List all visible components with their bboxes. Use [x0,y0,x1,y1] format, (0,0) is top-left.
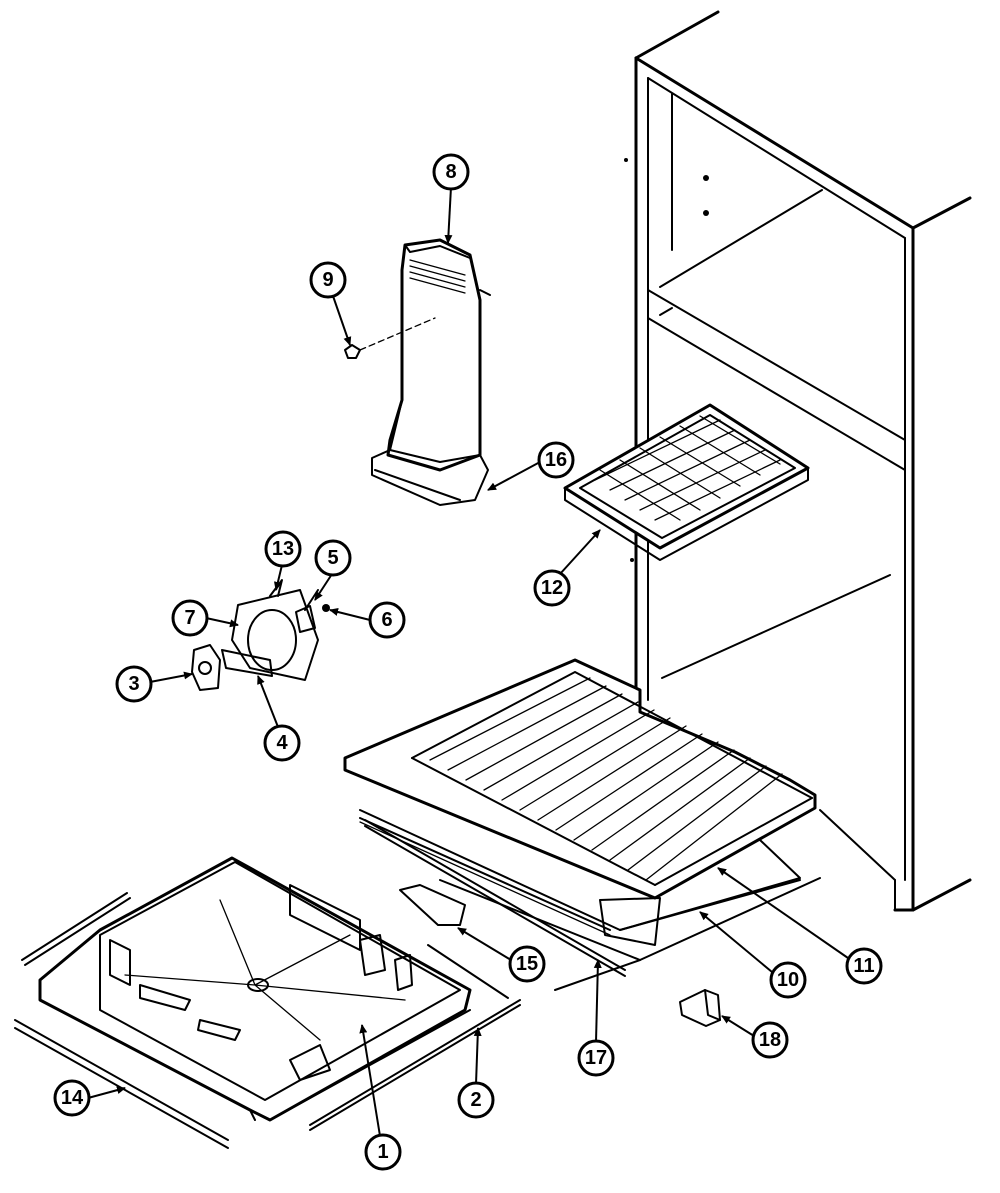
air-damper [399,884,466,926]
hinge-bracket [679,989,721,1027]
crisper-pan-cover-glass [343,658,821,991]
callout-7: 7 [171,599,239,637]
fan-motor-assembly [191,579,330,691]
callout-18: 18 [721,1015,789,1059]
callout-3: 3 [115,665,193,703]
callout-2: 2 [457,1027,495,1119]
svg-text:3: 3 [128,673,139,695]
callout-16: 16 [487,441,575,491]
svg-text:18: 18 [759,1029,781,1051]
callout-12: 12 [533,529,601,607]
svg-text:6: 6 [381,609,392,631]
svg-text:1: 1 [377,1141,388,1163]
callout-13: 13 [264,530,302,591]
svg-text:2: 2 [470,1089,481,1111]
svg-text:12: 12 [541,577,563,599]
freezer-floor-pan [38,856,472,1122]
ice-cube-tray [563,403,810,561]
callout-1: 1 [359,1024,402,1171]
callout-5: 5 [314,539,352,601]
svg-text:7: 7 [184,607,195,629]
svg-text:15: 15 [516,953,538,975]
callout-15: 15 [457,927,546,983]
air-duct-cover [371,238,491,506]
callout-11: 11 [717,867,883,985]
callout-9: 9 [309,261,352,346]
svg-text:5: 5 [327,547,338,569]
svg-text:11: 11 [853,955,874,977]
callout-10: 10 [699,911,807,999]
svg-text:9: 9 [322,269,333,291]
svg-text:13: 13 [272,538,294,560]
callout-6: 6 [329,601,406,639]
side-rails [14,819,626,1149]
svg-text:10: 10 [777,969,799,991]
callout-8: 8 [432,153,470,244]
callout-14: 14 [53,1079,126,1117]
svg-text:16: 16 [545,449,567,471]
refrigerator-cabinet [624,10,972,912]
svg-text:14: 14 [61,1087,84,1109]
callout-17: 17 [577,959,615,1077]
svg-text:8: 8 [445,161,456,183]
callout-4: 4 [257,675,301,762]
svg-text:17: 17 [585,1047,607,1069]
svg-text:4: 4 [276,732,288,754]
